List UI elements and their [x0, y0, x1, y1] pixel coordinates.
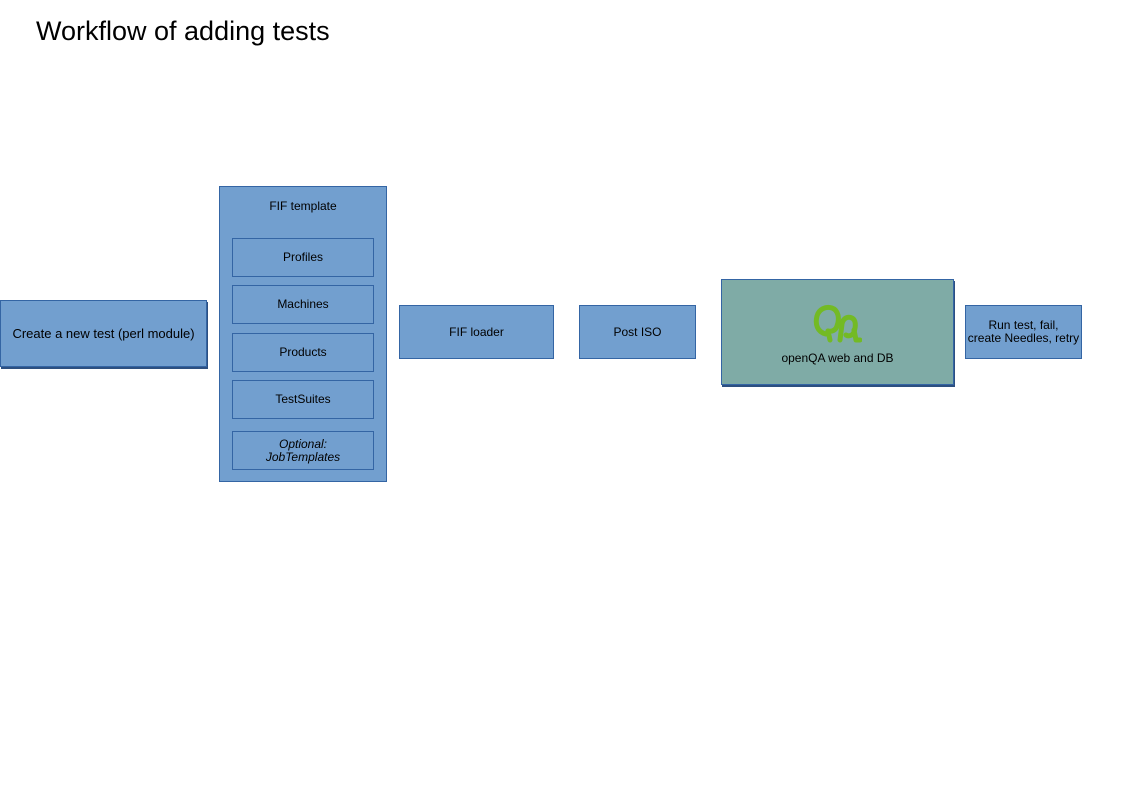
profiles-node: Profiles [232, 238, 374, 277]
machines-label: Machines [277, 297, 329, 311]
create-test-node: Create a new test (perl module) [0, 300, 207, 367]
openqa-node: openQA web and DB [721, 279, 954, 385]
fif-template-label: FIF template [269, 199, 337, 213]
fif-loader-node: FIF loader [399, 305, 554, 359]
run-test-node: Run test, fail, create Needles, retry [965, 305, 1082, 359]
profiles-label: Profiles [282, 250, 323, 264]
machines-node: Machines [232, 285, 374, 324]
fif-loader-label: FIF loader [449, 324, 504, 339]
post-iso-label: Post ISO [613, 324, 662, 339]
products-label: Products [279, 345, 327, 359]
openqa-logo-icon [813, 304, 862, 343]
create-test-label: Create a new test (perl module) [12, 326, 195, 341]
jobtemplates-node: Optional: JobTemplates [232, 431, 374, 470]
page-title: Workflow of adding tests [36, 16, 330, 46]
testsuites-label: TestSuites [275, 392, 331, 406]
fif-template-group: FIF template Profiles Machines Products … [219, 186, 387, 482]
run-test-label: Run test, fail, create Needles, retry [967, 318, 1080, 345]
post-iso-node: Post ISO [579, 305, 696, 359]
openqa-label: openQA web and DB [781, 351, 894, 365]
jobtemplates-label: Optional: JobTemplates [265, 436, 341, 464]
testsuites-node: TestSuites [232, 380, 374, 419]
products-node: Products [232, 333, 374, 372]
